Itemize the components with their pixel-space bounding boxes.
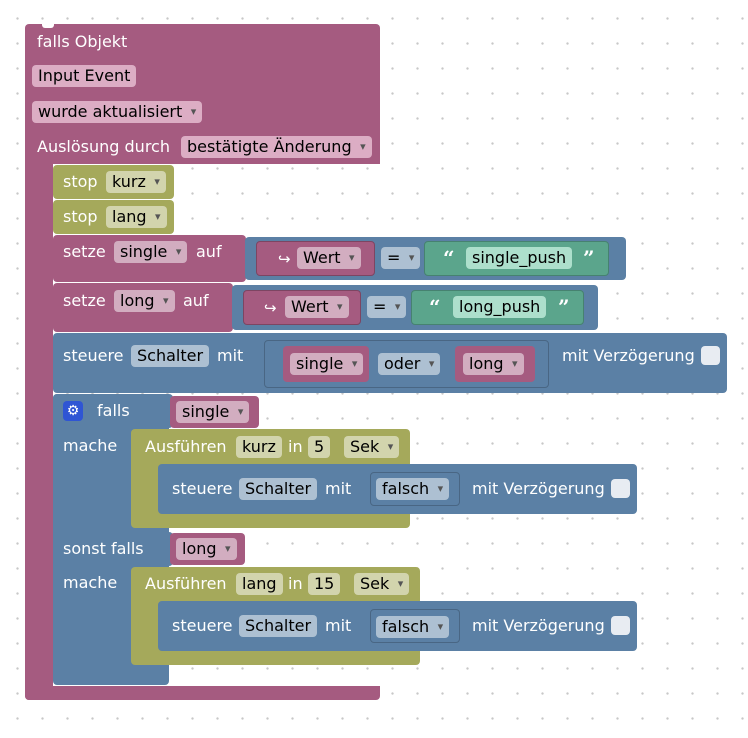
trigger-notch	[42, 24, 54, 28]
timeout-in-label: in	[288, 574, 303, 593]
delay-label: mit Verzögerung	[562, 346, 695, 365]
elif-header	[53, 532, 173, 566]
close-quote-icon: ”	[583, 246, 595, 270]
delay-label: mit Verzögerung	[472, 479, 605, 498]
elif-label: sonst falls	[63, 539, 144, 558]
control-label: steuere	[63, 346, 124, 365]
control-label: steuere	[172, 616, 233, 635]
trigger-label: Auslösung durch	[37, 137, 170, 156]
open-quote-icon: “	[443, 246, 455, 270]
property-dropdown[interactable]: Wert	[285, 296, 349, 318]
timeout-value-field[interactable]: 5	[308, 436, 331, 458]
stop-timer-dropdown[interactable]: kurz	[106, 171, 166, 193]
open-quote-icon: “	[429, 295, 441, 319]
variable-dropdown[interactable]: long	[176, 538, 237, 560]
boolean-dropdown[interactable]: falsch	[376, 616, 450, 638]
stop-label: stop	[63, 207, 98, 226]
do-label: mache	[63, 436, 118, 455]
set-variable-dropdown[interactable]: long	[114, 290, 175, 312]
gear-icon[interactable]: ⚙	[63, 401, 83, 421]
trigger-condition-dropdown[interactable]: wurde aktualisiert	[32, 101, 203, 123]
trigger-value-dropdown[interactable]: bestätigte Änderung	[181, 136, 372, 158]
close-quote-icon: ”	[558, 295, 570, 319]
set-label: setze	[63, 291, 106, 310]
timeout-name-field[interactable]: lang	[236, 573, 283, 595]
control-target-field[interactable]: Schalter	[239, 478, 318, 500]
control-target-field[interactable]: Schalter	[239, 615, 318, 637]
timeout-value-field[interactable]: 15	[308, 573, 341, 595]
set-variable-dropdown[interactable]: single	[114, 241, 188, 263]
control-target-field[interactable]: Schalter	[131, 345, 210, 367]
variable-dropdown[interactable]: long	[463, 353, 524, 375]
trigger-block-rail	[25, 150, 53, 700]
stop-timer-dropdown[interactable]: lang	[106, 206, 167, 228]
arrow-icon: ↪	[278, 250, 291, 268]
timeout-name-field[interactable]: kurz	[236, 436, 282, 458]
control-with-label: mit	[325, 479, 352, 498]
variable-dropdown[interactable]: single	[176, 401, 250, 423]
control-with-label: mit	[325, 616, 352, 635]
logic-op-dropdown[interactable]: oder	[378, 353, 441, 375]
timeout-unit-dropdown[interactable]: Sek	[354, 573, 410, 595]
set-on-label: auf	[183, 291, 209, 310]
timeout-label: Ausführen	[145, 574, 227, 593]
control-with-label: mit	[217, 346, 244, 365]
delay-checkbox[interactable]	[611, 479, 630, 498]
compare-op-dropdown[interactable]: =	[381, 247, 421, 269]
delay-label: mit Verzögerung	[472, 616, 605, 635]
timeout-in-label: in	[288, 437, 303, 456]
text-value[interactable]: single_push	[466, 247, 573, 269]
property-dropdown[interactable]: Wert	[297, 247, 361, 269]
arrow-icon: ↪	[264, 299, 277, 317]
delay-checkbox[interactable]	[611, 616, 630, 635]
trigger-object-id[interactable]: Input Event	[32, 65, 137, 87]
do-label: mache	[63, 573, 118, 592]
if-label: falls	[97, 401, 130, 420]
variable-dropdown[interactable]: single	[290, 353, 364, 375]
boolean-dropdown[interactable]: falsch	[376, 478, 450, 500]
trigger-block-footer	[25, 686, 380, 700]
set-label: setze	[63, 242, 106, 261]
timeout-label: Ausführen	[145, 437, 227, 456]
control-label: steuere	[172, 479, 233, 498]
compare-op-dropdown[interactable]: =	[367, 296, 407, 318]
text-value[interactable]: long_push	[453, 296, 547, 318]
timeout-unit-dropdown[interactable]: Sek	[344, 436, 400, 458]
delay-checkbox[interactable]	[701, 346, 720, 365]
set-on-label: auf	[196, 242, 222, 261]
trigger-title: falls Objekt	[37, 32, 128, 51]
stop-label: stop	[63, 172, 98, 191]
